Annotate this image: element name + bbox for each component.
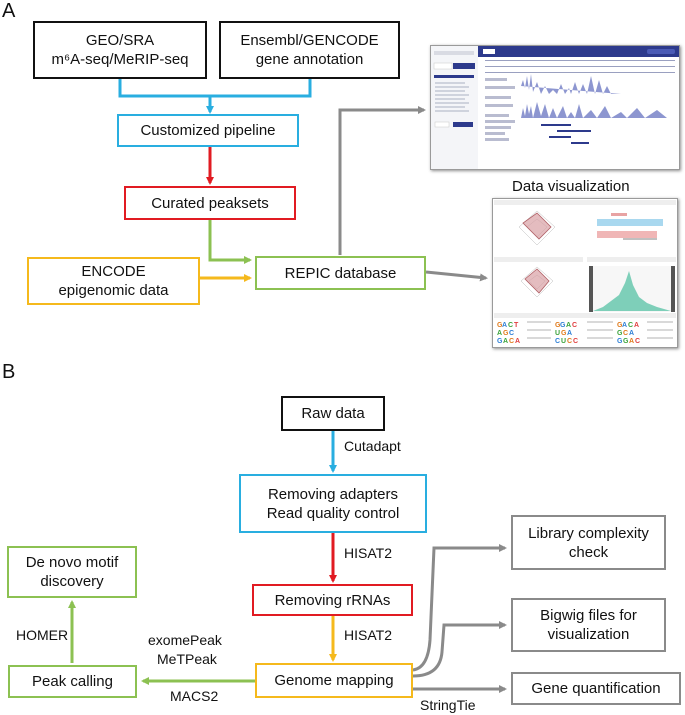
bigwig-line1: Bigwig files for	[540, 607, 637, 624]
svg-text:U: U	[561, 338, 566, 345]
remove-line2: Read quality control	[266, 504, 400, 522]
remove-line1: Removing adapters	[267, 485, 399, 503]
geo-line2: m⁶A-seq/MeRIP-seq	[51, 51, 189, 68]
cutadapt-label: Cutadapt	[344, 438, 401, 454]
genome-browser-thumbnail	[431, 46, 679, 169]
svg-text:C: C	[623, 330, 628, 337]
svg-text:G: G	[560, 322, 566, 329]
svg-text:A: A	[515, 338, 520, 345]
macs2-label: MACS2	[170, 688, 219, 704]
ensembl-line1: Ensembl/GENCODE	[240, 32, 379, 49]
svg-text:G: G	[497, 322, 503, 329]
peak-calling-box: Peak calling	[8, 665, 137, 698]
bigwig-files-box: Bigwig files for visualization	[511, 598, 666, 652]
geo-sra-box: GEO/SRA m⁶A-seq/MeRIP-seq	[33, 21, 207, 79]
svg-text:C: C	[573, 338, 578, 345]
stringtie-label: StringTie	[420, 697, 476, 713]
arrow-repic-to-dashboard	[425, 270, 488, 282]
library-line2: check	[568, 543, 609, 561]
svg-text:G: G	[617, 330, 623, 337]
svg-text:U: U	[555, 330, 560, 337]
encode-box: ENCODE epigenomic data	[27, 257, 200, 305]
svg-text:G: G	[555, 322, 561, 329]
svg-text:G: G	[503, 330, 509, 337]
genome-browser-screenshot	[430, 45, 680, 170]
repic-database-box: REPIC database	[255, 256, 426, 290]
svg-text:C: C	[509, 330, 514, 337]
svg-text:G: G	[623, 338, 629, 345]
arrow-repic-to-browser	[338, 106, 426, 255]
ensembl-box: Ensembl/GENCODE gene annotation	[219, 21, 400, 79]
svg-text:A: A	[622, 322, 627, 329]
denovo-line2: discovery	[40, 573, 104, 590]
svg-text:C: C	[508, 322, 513, 329]
panel-letter-b: B	[2, 361, 16, 383]
hisat2-label-2: HISAT2	[344, 627, 392, 643]
arrow-genome-to-bigwig	[412, 621, 507, 678]
svg-text:C: C	[555, 338, 560, 345]
svg-text:A: A	[503, 338, 508, 345]
arrow-sources-to-pipeline	[118, 79, 312, 112]
curated-peaksets-box: Curated peaksets	[124, 186, 296, 220]
svg-text:A: A	[567, 330, 572, 337]
svg-text:G: G	[617, 338, 623, 345]
svg-text:G: G	[617, 322, 623, 329]
bigwig-line2: visualization	[547, 626, 630, 643]
genome-mapping-box: Genome mapping	[255, 663, 413, 698]
svg-text:G: G	[561, 330, 567, 337]
svg-text:C: C	[567, 338, 572, 345]
homer-label: HOMER	[16, 627, 69, 643]
removing-rrnas-box: Removing rRNAs	[252, 584, 413, 616]
arrow-genome-to-library	[412, 544, 507, 672]
svg-text:G: G	[497, 338, 503, 345]
arrow-peaksets-to-repic	[208, 220, 252, 264]
raw-data-box: Raw data	[281, 396, 385, 431]
svg-text:T: T	[514, 322, 519, 329]
svg-text:A: A	[634, 322, 639, 329]
metpeak-label: MeTPeak	[157, 651, 217, 667]
encode-line1: ENCODE	[81, 263, 146, 280]
svg-text:A: A	[629, 330, 634, 337]
svg-text:C: C	[635, 338, 640, 345]
removing-adapters-box: Removing adapters Read quality control	[239, 474, 427, 533]
library-complexity-box: Library complexity check	[511, 515, 666, 570]
svg-text:C: C	[509, 338, 514, 345]
customized-pipeline-box: Customized pipeline	[117, 114, 299, 147]
svg-text:A: A	[497, 330, 502, 337]
svg-text:A: A	[629, 338, 634, 345]
svg-text:A: A	[502, 322, 507, 329]
svg-text:C: C	[628, 322, 633, 329]
svg-text:A: A	[566, 322, 571, 329]
hisat2-label-1: HISAT2	[344, 545, 392, 561]
geo-line1: GEO/SRA	[85, 32, 155, 49]
data-visualization-title: Data visualization	[512, 178, 630, 195]
denovo-line1: De novo motif	[25, 554, 119, 571]
library-line1: Library complexity	[528, 524, 649, 542]
panel-letter-a: A	[2, 0, 16, 22]
gene-quantification-box: Gene quantification	[511, 672, 681, 705]
svg-text:C: C	[572, 322, 577, 329]
exomepeak-label: exomePeak	[148, 632, 222, 648]
encode-line2: epigenomic data	[58, 282, 169, 299]
de-novo-motif-box: De novo motif discovery	[7, 546, 137, 598]
ensembl-line2: gene annotation	[255, 51, 364, 68]
